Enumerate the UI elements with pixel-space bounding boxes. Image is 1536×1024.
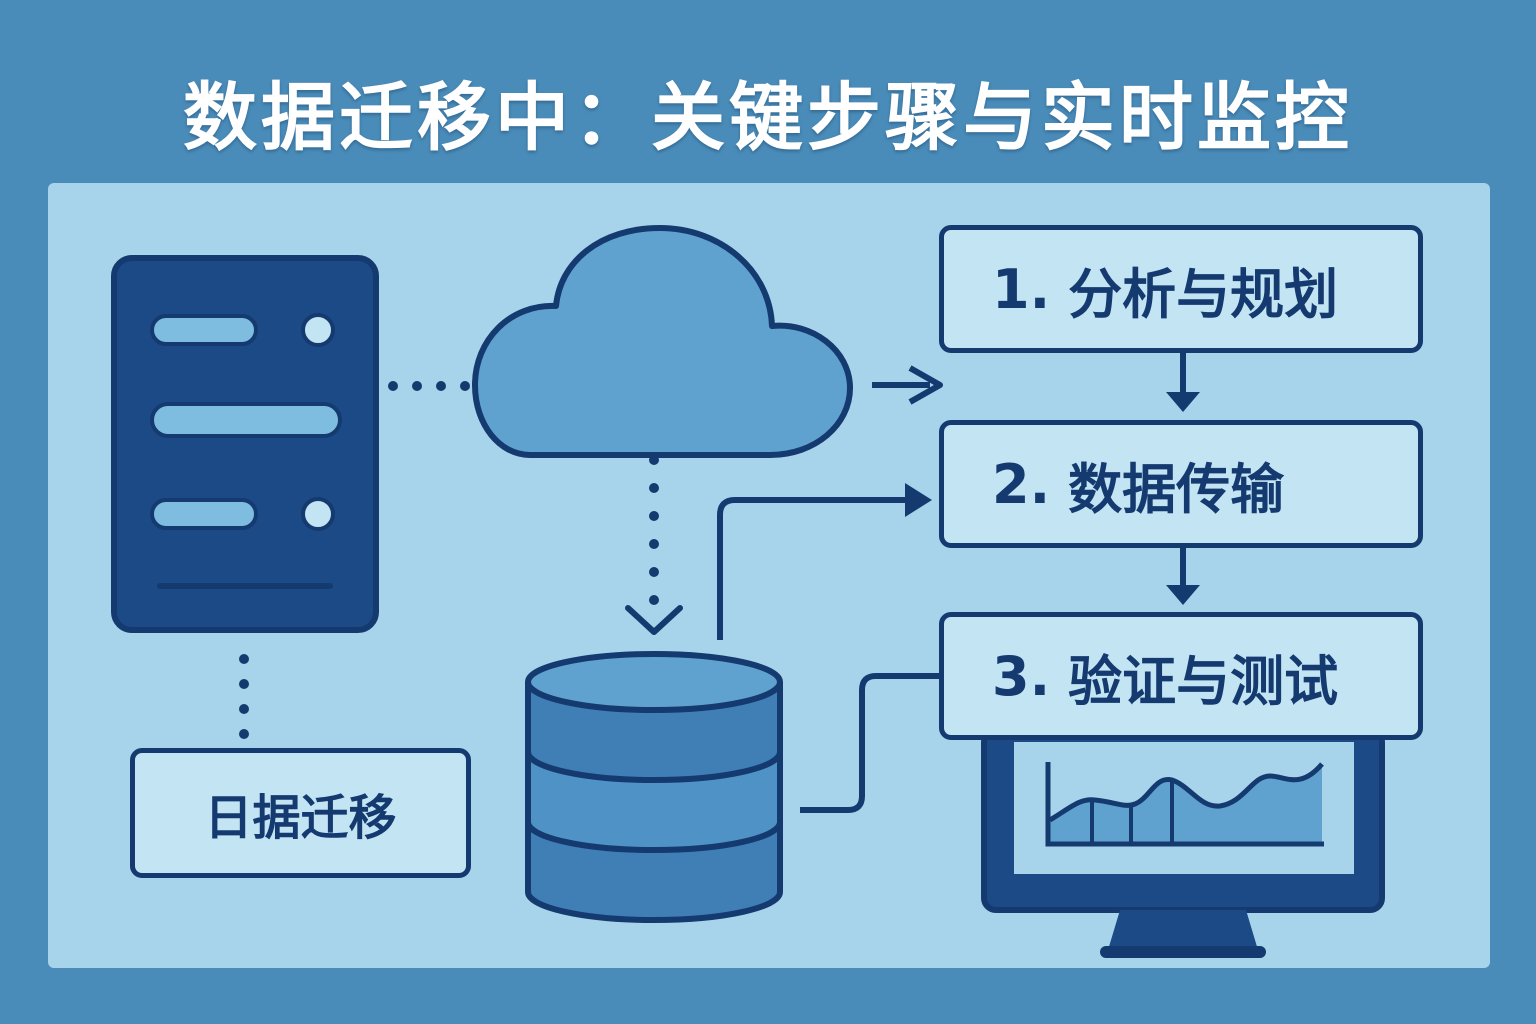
- chevron-down-icon: [625, 605, 683, 635]
- step-label: 分析与规划: [1068, 262, 1339, 326]
- step-number: 3.: [992, 644, 1051, 708]
- monitor-icon: [981, 727, 1385, 958]
- step-data-transfer: 2. 数据传输: [939, 420, 1423, 548]
- server-cloud-dots: [388, 381, 470, 391]
- arrow-icon: [1166, 392, 1200, 412]
- db-step2-connector: [717, 497, 920, 640]
- step-label: 验证与测试: [1068, 649, 1339, 713]
- arrow-icon: [1166, 585, 1200, 605]
- cloud-db-dots: [649, 455, 659, 605]
- arrow-icon: [908, 365, 943, 405]
- step-analysis-planning: 1. 分析与规划: [939, 225, 1423, 353]
- step-validation-testing: 3. 验证与测试: [939, 612, 1423, 740]
- database-icon: [525, 651, 783, 923]
- step-number: 1.: [992, 257, 1051, 321]
- migration-label-box: 日据迁移: [130, 748, 471, 878]
- server-migrate-dots: [239, 654, 249, 739]
- cloud-icon: [472, 225, 853, 458]
- arrow-icon: [905, 483, 932, 517]
- step-number: 2.: [992, 452, 1051, 516]
- chart-icon: [1045, 762, 1324, 847]
- db-step3-connector: [800, 673, 940, 813]
- page-title: 数据迁移中：关键步骤与实时监控: [183, 75, 1353, 161]
- server-icon: [111, 255, 379, 633]
- migration-label: 日据迁移: [204, 790, 397, 846]
- step-label: 数据传输: [1068, 457, 1285, 521]
